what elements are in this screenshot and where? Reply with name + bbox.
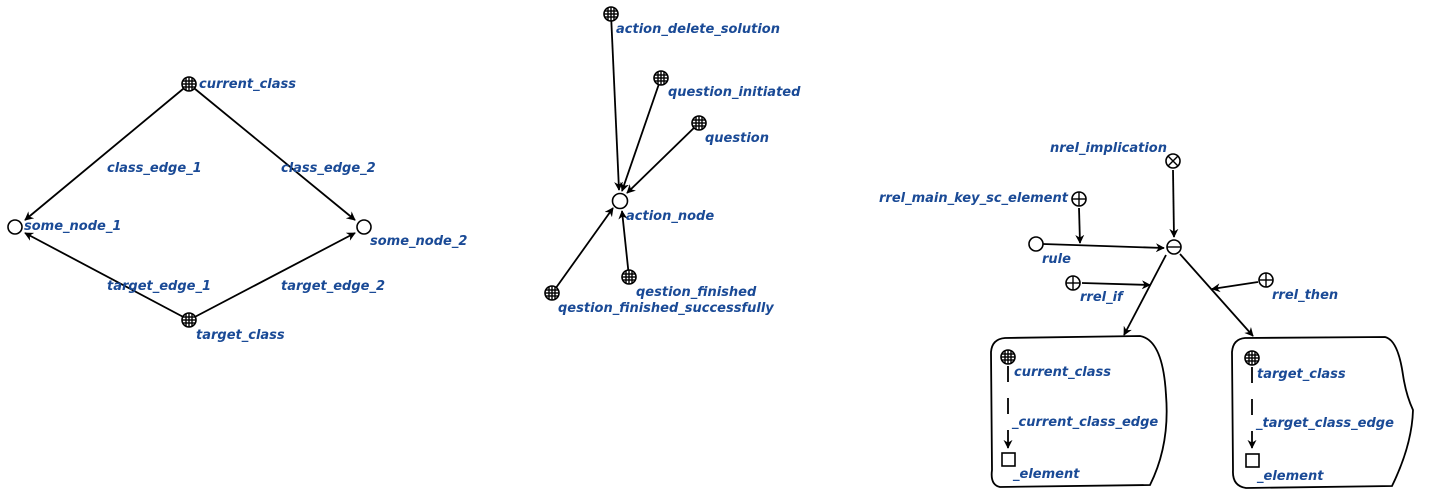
some-node-1-label: some_node_1	[24, 219, 121, 234]
right-group: nrel_implication rrel_main_key_sc_elemen…	[879, 141, 1414, 489]
rrel-main-key-label: rrel_main_key_sc_element	[879, 191, 1069, 206]
then-target-class-label: target_class	[1257, 367, 1346, 382]
some-node-1-node[interactable]	[7, 219, 23, 235]
target-edge-1-label: target_edge_1	[107, 279, 211, 294]
if-element-node[interactable]	[1001, 452, 1016, 467]
then-edge-label: _target_class_edge	[1255, 416, 1394, 431]
rrel-if-node[interactable]	[1065, 275, 1081, 291]
question-initiated-label: question_initiated	[668, 85, 801, 100]
class-edge-1-label: class_edge_1	[107, 161, 202, 176]
then-edge[interactable]	[1179, 253, 1254, 337]
action-delete-solution-label: action_delete_solution	[616, 22, 780, 37]
if-current-class-label: current_class	[1014, 365, 1111, 380]
qestion-finished-label: qestion_finished	[636, 285, 757, 300]
rule-node[interactable]	[1028, 236, 1044, 252]
action-node-label: action_node	[626, 209, 714, 224]
target-edge-2-label: target_edge_2	[281, 279, 385, 294]
question-label: question	[705, 131, 769, 146]
rrel-then-node[interactable]	[1258, 272, 1274, 288]
target-class-node[interactable]	[181, 312, 197, 328]
nrel-implication-label: nrel_implication	[1050, 141, 1167, 156]
if-element-label: _element	[1012, 467, 1080, 482]
question-edge[interactable]	[626, 122, 700, 194]
class-edge-1-line[interactable]	[24, 83, 190, 221]
class-edge-2-line[interactable]	[188, 83, 356, 221]
qestion-finished-successfully-edge[interactable]	[552, 207, 614, 293]
if-current-class-node[interactable]	[1000, 349, 1016, 365]
target-edge-2-line[interactable]	[188, 232, 356, 321]
then-element-node[interactable]	[1245, 453, 1260, 468]
rrel-main-key-node[interactable]	[1071, 191, 1087, 207]
nrel-implication-node[interactable]	[1165, 153, 1181, 169]
rrel-if-edge[interactable]	[1081, 280, 1151, 290]
action-node-node[interactable]	[611, 192, 629, 210]
if-edge[interactable]	[1123, 254, 1167, 336]
action-delete-solution-node[interactable]	[603, 6, 619, 22]
question-initiated-edge[interactable]	[620, 77, 662, 192]
implication-connector-node[interactable]	[1166, 239, 1182, 255]
qestion-finished-edge[interactable]	[618, 210, 630, 278]
target-class-label: target_class	[196, 328, 285, 343]
class-edge-2-label: class_edge_2	[281, 161, 376, 176]
target-edge-1-line[interactable]	[24, 232, 190, 321]
then-target-class-node[interactable]	[1244, 350, 1260, 366]
rrel-main-key-edge[interactable]	[1075, 207, 1085, 244]
if-edge-label: _current_class_edge	[1011, 415, 1158, 430]
current-class-label: current_class	[199, 77, 296, 92]
left-group: current_class some_node_1 some_node_2 cl…	[7, 76, 467, 343]
rule-label: rule	[1042, 252, 1071, 267]
if-contour[interactable]: current_class _current_class_edge _eleme…	[990, 335, 1168, 488]
rrel-if-label: rrel_if	[1080, 290, 1125, 305]
question-initiated-node[interactable]	[653, 70, 669, 86]
then-element-label: _element	[1256, 469, 1324, 484]
qestion-finished-node[interactable]	[621, 269, 637, 285]
qestion-finished-successfully-label: qestion_finished_successfully	[558, 301, 774, 316]
then-contour[interactable]: target_class _target_class_edge _element	[1231, 336, 1414, 489]
current-class-node[interactable]	[181, 76, 197, 92]
rrel-then-edge[interactable]	[1211, 281, 1259, 293]
rule-edge[interactable]	[1042, 243, 1165, 253]
middle-group: action_delete_solution question_initiate…	[544, 6, 801, 316]
question-node[interactable]	[691, 115, 707, 131]
qestion-finished-successfully-node[interactable]	[544, 285, 560, 301]
action-delete-solution-edge[interactable]	[610, 13, 624, 191]
some-node-2-label: some_node_2	[370, 234, 467, 249]
some-node-2-node[interactable]	[356, 219, 372, 235]
nrel-implication-edge[interactable]	[1169, 169, 1179, 238]
rrel-then-label: rrel_then	[1272, 288, 1338, 303]
